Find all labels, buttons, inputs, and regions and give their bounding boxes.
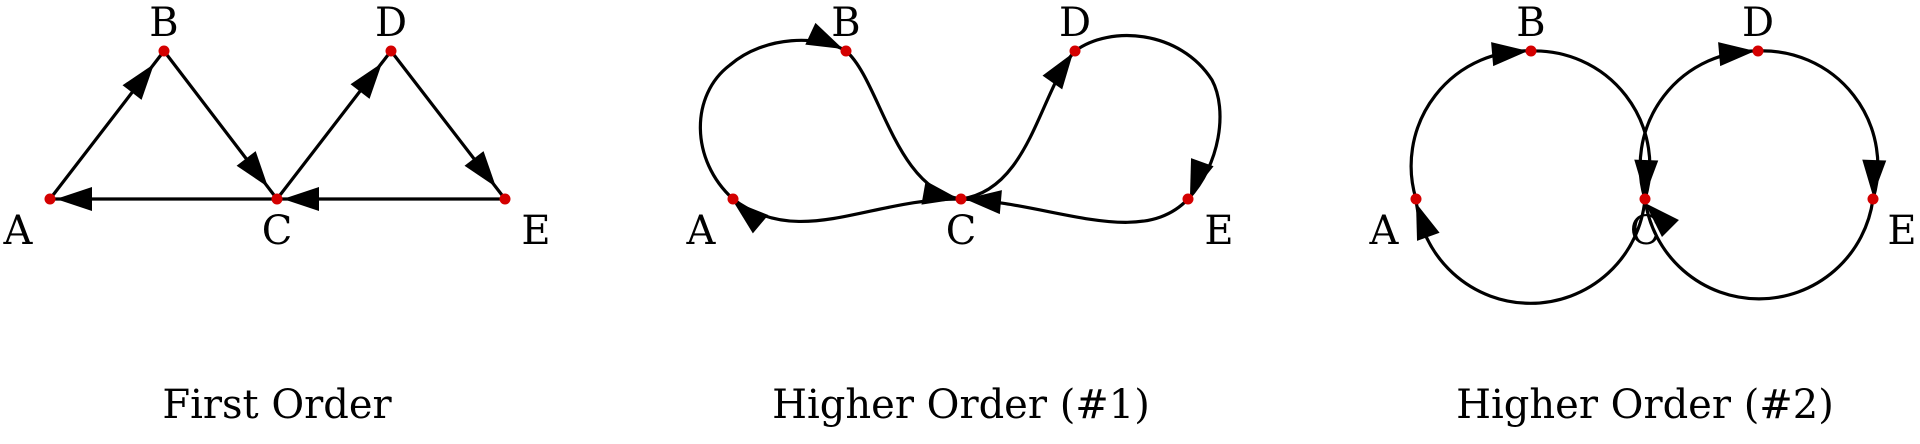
edge-c-a	[1414, 198, 1647, 305]
node-label-d: D	[1059, 0, 1091, 46]
node-label-b: B	[831, 0, 860, 46]
nodes	[727, 45, 1194, 205]
arrowheads	[1416, 42, 1887, 241]
edge-b-c	[844, 49, 962, 201]
node-label-a: A	[1369, 208, 1400, 254]
node-b	[158, 45, 170, 57]
node-d	[385, 45, 397, 57]
node-label-b: B	[149, 0, 178, 46]
node-e	[1182, 193, 1194, 205]
edge-a-b	[698, 38, 847, 201]
node-c	[1639, 193, 1651, 205]
panel-higher-order-1: A B C D E Higher Order (#1)	[686, 0, 1234, 428]
node-label-e: E	[521, 208, 550, 254]
node-b	[1525, 45, 1537, 57]
caption-first-order: First Order	[162, 382, 392, 428]
arrowhead-d-e	[464, 151, 496, 187]
nodes	[1410, 45, 1879, 205]
edges	[1409, 49, 1880, 305]
arrowhead-c-a	[733, 201, 769, 234]
panel-higher-order-2: A B C D E Higher Order (#2)	[1369, 0, 1917, 428]
edges	[48, 50, 507, 201]
caption-higher-order-2: Higher Order (#2)	[1456, 382, 1834, 428]
node-label-d: D	[1742, 0, 1774, 46]
arrowhead-a-b	[805, 22, 843, 49]
node-label-a: A	[686, 208, 717, 254]
arrowhead-a-b	[122, 64, 154, 100]
arrowhead-e-c	[283, 187, 319, 211]
node-c	[955, 193, 967, 205]
node-label-a: A	[3, 208, 34, 254]
node-labels: A B C D E	[3, 0, 551, 254]
node-b	[840, 45, 852, 57]
node-a	[727, 193, 739, 205]
arrowhead-c-d	[1718, 42, 1755, 67]
node-label-e: E	[1204, 208, 1233, 254]
arrowhead-c-a	[56, 187, 92, 211]
node-labels: A B C D E	[686, 0, 1234, 254]
edge-a-b	[1409, 49, 1532, 200]
edge-c-d	[1638, 49, 1759, 200]
arrowhead-e-c	[1645, 203, 1679, 237]
arrowhead-e-c	[965, 190, 1002, 215]
node-label-b: B	[1516, 0, 1545, 46]
node-label-c: C	[946, 208, 977, 254]
nodes	[44, 45, 511, 205]
node-label-c: C	[262, 208, 293, 254]
node-label-d: D	[375, 0, 407, 46]
edge-e-c	[1643, 198, 1875, 301]
node-e	[1867, 193, 1879, 205]
edge-d-e	[1074, 34, 1222, 201]
arrowhead-d-e	[1190, 158, 1214, 196]
arrowhead-b-c	[236, 151, 268, 187]
caption-higher-order-1: Higher Order (#1)	[772, 382, 1150, 428]
arrowhead-c-d	[350, 63, 382, 99]
arrowhead-b-c	[921, 180, 959, 205]
arrowheads	[56, 63, 496, 211]
node-d	[1752, 45, 1764, 57]
node-label-e: E	[1887, 208, 1916, 254]
panel-first-order: A B C D E First Order	[3, 0, 551, 428]
node-a	[44, 193, 56, 205]
node-a	[1410, 193, 1422, 205]
arrowhead-c-a	[1416, 203, 1440, 241]
arrowhead-a-b	[1491, 42, 1528, 67]
arrowheads	[733, 22, 1214, 234]
arrowhead-c-d	[1042, 53, 1073, 90]
node-labels: A B C D E	[1369, 0, 1917, 254]
node-e	[499, 193, 511, 205]
node-d	[1069, 45, 1081, 57]
node-label-c: C	[1630, 208, 1661, 254]
node-c	[271, 193, 283, 205]
edge-b-c	[1530, 49, 1652, 200]
arrowhead-b-c	[1634, 159, 1659, 196]
arrowhead-d-e	[1862, 159, 1887, 196]
edge-d-e	[1757, 49, 1880, 200]
